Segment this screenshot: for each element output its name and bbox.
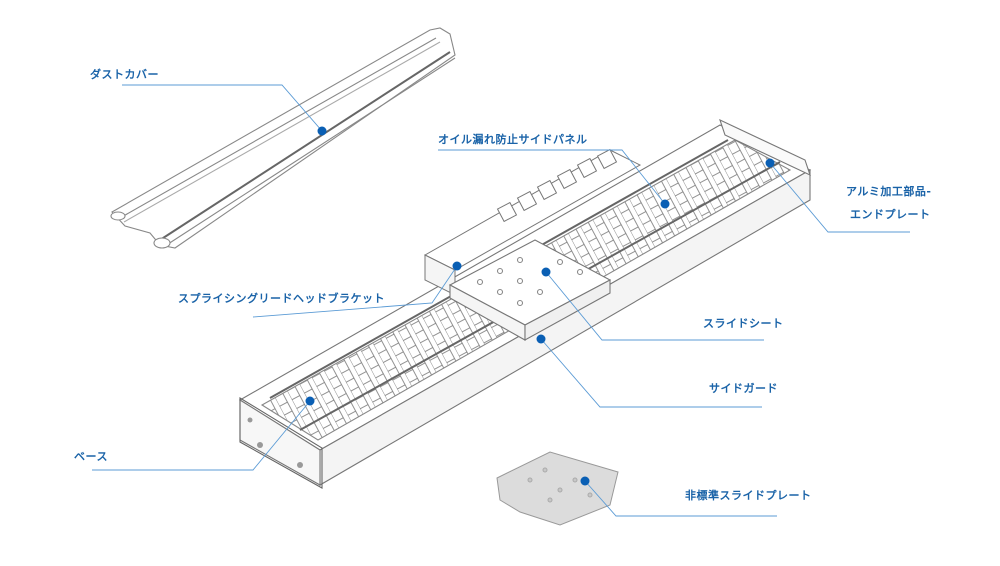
marker-bracket[interactable] xyxy=(452,261,462,271)
leader-line-base xyxy=(92,400,311,471)
label-dust-cover: ダストカバー xyxy=(90,68,159,81)
label-side-guard: サイドガード xyxy=(709,382,778,395)
leader-line-oil-panel xyxy=(438,149,666,205)
dust-cover-drawing xyxy=(110,27,456,249)
leader-line-side-guard xyxy=(540,338,762,408)
marker-end-plate[interactable] xyxy=(765,158,775,168)
marker-dust-cover[interactable] xyxy=(317,126,327,136)
label-non-standard-slide-plate: 非標準スライドプレート xyxy=(685,489,812,502)
label-slide-seat: スライドシート xyxy=(703,317,784,330)
leader-line-dust-cover xyxy=(122,84,323,132)
label-splicing-lead-head-bracket: スプライシングリードヘッドブラケット xyxy=(178,292,385,305)
label-base: ベース xyxy=(74,450,108,463)
label-end-plate-line2: エンドプレート xyxy=(850,208,931,221)
marker-dots xyxy=(305,126,775,486)
leader-line-end-plate xyxy=(769,162,910,233)
non-standard-slide-plate-drawing xyxy=(496,451,619,526)
oil-leak-side-panel-drawing xyxy=(423,148,642,296)
marker-slide-plate[interactable] xyxy=(580,476,590,486)
marker-side-guard[interactable] xyxy=(536,334,546,344)
label-oil-leak-side-panel: オイル漏れ防止サイドパネル xyxy=(438,133,588,146)
slide-seat-drawing xyxy=(448,239,612,341)
marker-oil-panel[interactable] xyxy=(660,199,670,209)
leader-line-slide-plate xyxy=(584,480,777,517)
label-end-plate-line1: アルミ加工部品- xyxy=(846,185,932,198)
marker-slide-seat[interactable] xyxy=(541,267,551,277)
leader-line-slide-seat xyxy=(545,271,764,341)
marker-base[interactable] xyxy=(305,396,315,406)
leader-line-bracket xyxy=(252,265,458,318)
leader-lines xyxy=(92,84,910,517)
